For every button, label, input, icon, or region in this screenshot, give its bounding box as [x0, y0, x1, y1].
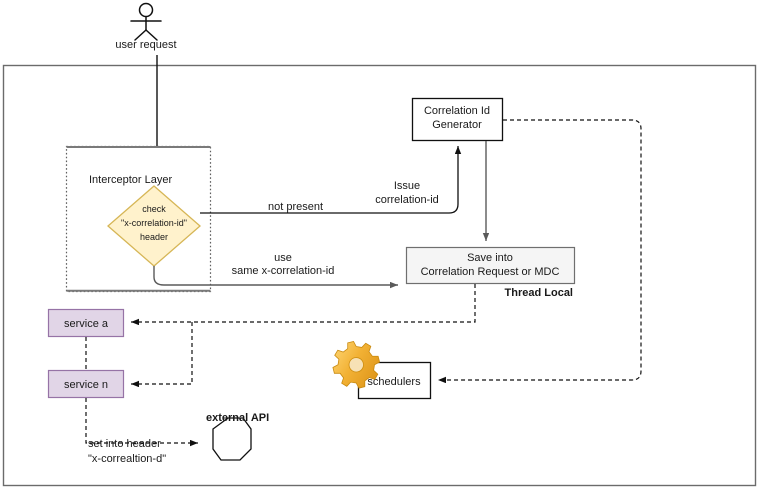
- edge-set-into-header-line1: set into header: [88, 438, 161, 450]
- thread-local-label: Thread Local: [505, 287, 573, 299]
- check-decision-line3: header: [140, 232, 168, 242]
- edge-issue-line2: correlation-id: [375, 194, 439, 206]
- external-api-shape: [212, 417, 252, 461]
- edge-save-to-service-a: [131, 284, 476, 326]
- check-decision-line1: check: [142, 204, 166, 214]
- edge-not-present: [200, 146, 462, 214]
- edge-not-present-label: not present: [268, 201, 323, 213]
- edge-save-to-service-n: [131, 322, 193, 388]
- gear-icon: [332, 340, 381, 389]
- schedulers-label: schedulers: [367, 376, 421, 388]
- outer-frame: [2, 64, 757, 487]
- stick-figure-user-icon: [130, 2, 162, 41]
- edge-issue-line1: Issue: [394, 180, 420, 192]
- edge-use-same-id: [153, 266, 398, 289]
- edge-set-into-header-line2: "x-correaltion-d": [88, 453, 166, 465]
- service-n-box: [47, 369, 125, 399]
- service-a-label: service a: [64, 318, 109, 330]
- service-n-label: service n: [64, 379, 108, 391]
- check-decision-line2: "x-correlation-id": [121, 218, 187, 228]
- user-request-label: user request: [115, 39, 176, 51]
- correlation-generator-line1: Correlation Id: [424, 105, 490, 117]
- save-into-line2: Correlation Request or MDC: [421, 266, 560, 278]
- interceptor-layer-label: Interceptor Layer: [89, 174, 172, 186]
- save-into-box: [405, 246, 576, 285]
- edge-service-n-to-external-api: [85, 398, 198, 447]
- service-a-box: [47, 308, 125, 338]
- correlation-generator-line2: Generator: [432, 119, 482, 131]
- edge-use-same-line1: use: [274, 252, 292, 264]
- external-api-label: external API: [206, 412, 269, 424]
- save-into-line1: Save into: [467, 252, 513, 264]
- correlation-id-generator-box: [411, 97, 504, 142]
- edge-use-same-line2: same x-correlation-id: [232, 265, 335, 277]
